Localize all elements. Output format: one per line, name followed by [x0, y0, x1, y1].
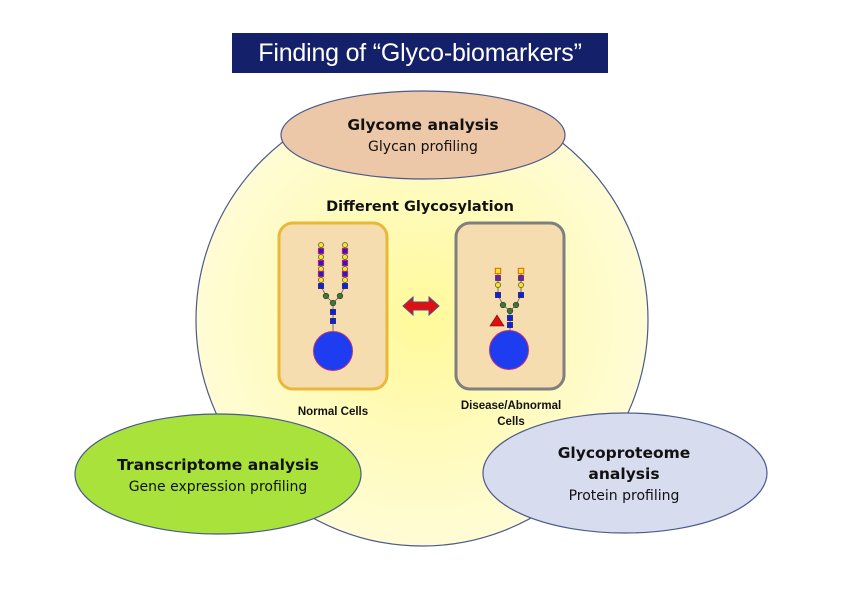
mannose-icon — [506, 307, 514, 315]
glcnac-icon — [330, 318, 336, 324]
glycoproteome-subtitle: Protein profiling — [569, 488, 680, 504]
mannose-icon — [322, 292, 330, 300]
glycoproteome-title-line2: analysis — [588, 465, 659, 483]
glcnac-repeat-icon — [317, 270, 325, 278]
cell-body-icon — [313, 331, 353, 371]
glcnac-repeat-icon — [341, 259, 349, 267]
glcnac-icon — [495, 292, 501, 298]
glcnac-icon — [330, 309, 336, 315]
galactose-icon — [318, 254, 324, 260]
galactose-icon — [342, 242, 348, 248]
normal-cells-label: Normal Cells — [298, 406, 368, 418]
glcnac-repeat-icon — [317, 247, 325, 255]
cell-body-icon — [489, 330, 529, 370]
sialyl-square-icon — [518, 275, 524, 281]
galactose-icon — [318, 242, 324, 248]
galactose-icon — [495, 282, 501, 288]
glcnac-repeat-icon — [341, 270, 349, 278]
galactose-icon — [518, 282, 524, 288]
glcnac-icon — [518, 292, 524, 298]
glycome-subtitle: Glycan profiling — [368, 139, 478, 155]
glcnac-icon — [318, 283, 324, 289]
glcnac-repeat-icon — [317, 259, 325, 267]
mannose-icon — [336, 292, 344, 300]
transcriptome-title: Transcriptome analysis — [117, 456, 319, 474]
glycome-analysis-ellipse[interactable]: Glycome analysis Glycan profiling — [280, 90, 566, 180]
glycoproteome-analysis-ellipse[interactable]: Glycoproteome analysis Protein profiling — [482, 412, 768, 534]
page-title: Finding of “Glyco-biomarkers” — [232, 33, 608, 73]
glycoproteome-title-line1: Glycoproteome — [558, 444, 691, 462]
truncated-glycan-with-fucose-icon — [489, 267, 525, 331]
double-headed-arrow-icon — [402, 295, 440, 317]
glcnac-icon — [342, 283, 348, 289]
mannose-icon — [512, 301, 520, 309]
abnormal-cell-panel — [454, 221, 566, 391]
fucose-icon — [489, 314, 505, 327]
galnac-icon — [494, 267, 502, 275]
mannose-icon — [329, 299, 337, 307]
mannose-icon — [499, 301, 507, 309]
normal-cell-panel — [277, 221, 389, 391]
galactose-icon — [318, 266, 324, 272]
sialyl-square-icon — [495, 275, 501, 281]
transcriptome-analysis-ellipse[interactable]: Transcriptome analysis Gene expression p… — [74, 413, 362, 535]
branched-glycan-icon — [317, 242, 349, 331]
glycome-title: Glycome analysis — [347, 116, 498, 134]
abnormal-cells-label-line1: Disease/Abnormal — [461, 400, 561, 412]
galactose-icon — [318, 277, 324, 283]
transcriptome-subtitle: Gene expression profiling — [129, 479, 308, 495]
glcnac-repeat-icon — [341, 247, 349, 255]
glcnac-icon — [507, 322, 513, 328]
galactose-icon — [342, 277, 348, 283]
galnac-icon — [517, 267, 525, 275]
different-glycosylation-heading: Different Glycosylation — [326, 199, 514, 215]
galactose-icon — [342, 266, 348, 272]
galactose-icon — [342, 254, 348, 260]
abnormal-cells-label-line2: Cells — [497, 416, 525, 428]
glcnac-icon — [507, 315, 513, 321]
